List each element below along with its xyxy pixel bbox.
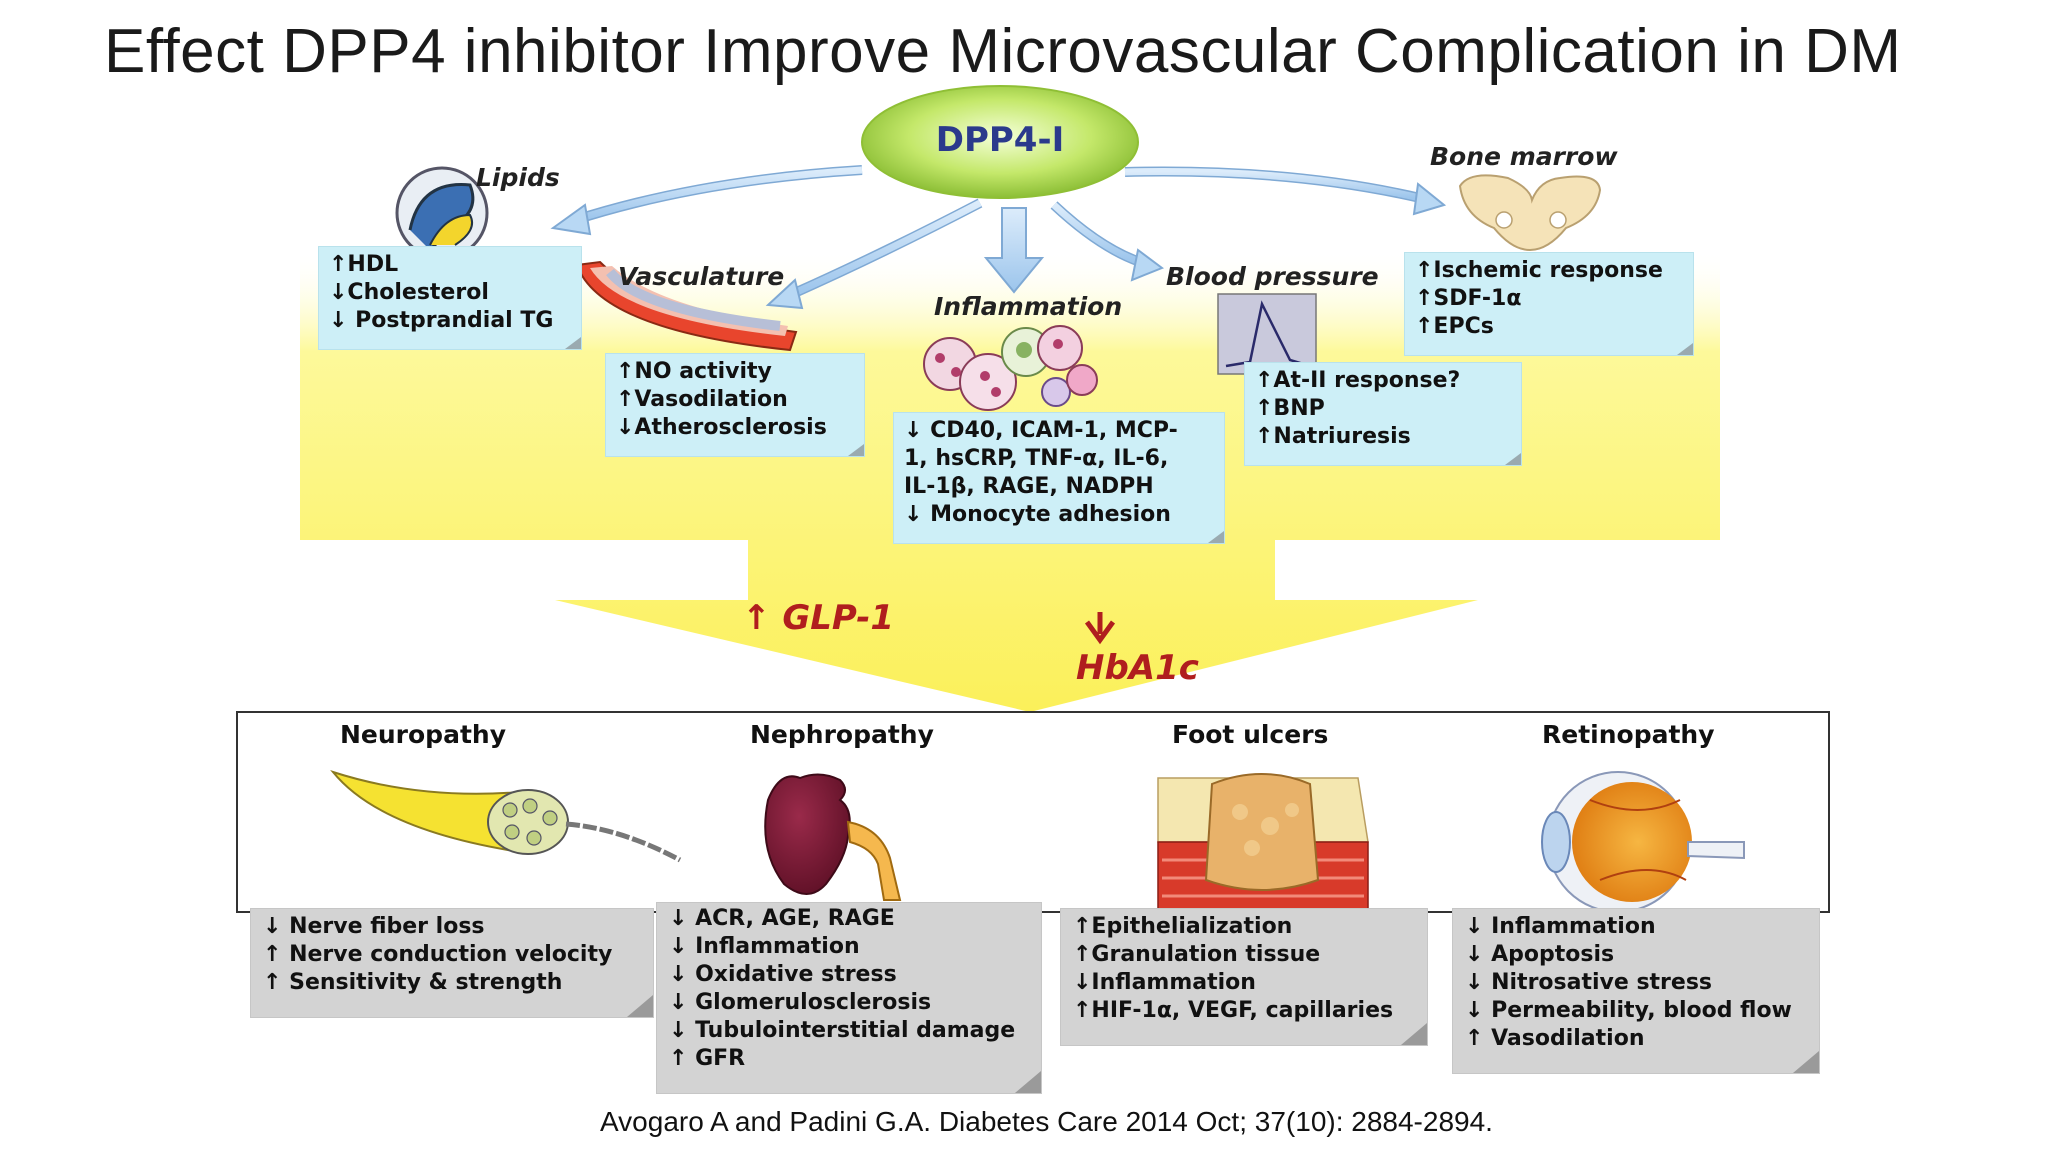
slide-title: Effect DPP4 inhibitor Improve Microvascu… xyxy=(104,17,1902,86)
hba1c-label: HbA1c xyxy=(1076,648,1199,688)
bone-marrow-arrow xyxy=(1124,166,1447,216)
pelvis-bone-icon xyxy=(1458,174,1602,252)
hba1c-down-arrow xyxy=(1084,612,1116,645)
inflammation-effects-note: ↓ CD40, ICAM-1, MCP- 1, hsCRP, TNF-α, IL… xyxy=(893,412,1225,544)
bone-marrow-caption: Bone marrow xyxy=(1430,142,1618,171)
neuropathy-effects-note: ↓ Nerve fiber loss ↑ Nerve conduction ve… xyxy=(250,908,654,1018)
vasculature-arrow xyxy=(765,198,983,310)
nephropathy-effects-note: ↓ ACR, AGE, RAGE ↓ Inflammation ↓ Oxidat… xyxy=(656,902,1042,1094)
nerve-fiber-icon xyxy=(330,770,682,863)
lipids-caption: Lipids xyxy=(476,163,560,192)
blood-pressure-caption: Blood pressure xyxy=(1166,262,1379,291)
lipid-particle-icon xyxy=(395,166,489,260)
blood-vessel-icon xyxy=(575,260,798,352)
foot-ulcers-title: Foot ulcers xyxy=(1172,720,1329,749)
bone-marrow-effects-note: ↑Ischemic response ↑SDF-1α ↑EPCs xyxy=(1404,252,1694,356)
inflammation-caption: Inflammation xyxy=(934,292,1123,321)
nephropathy-title: Nephropathy xyxy=(750,720,934,749)
foot-ulcer-icon xyxy=(1157,773,1369,911)
blood-pressure-effects-note: ↑At-II response? ↑BNP ↑Natriuresis xyxy=(1244,362,1522,466)
dpp4i-ellipse xyxy=(861,85,1139,199)
citation: Avogaro A and Padini G.A. Diabetes Care … xyxy=(600,1106,1493,1137)
inflammation-arrow xyxy=(983,207,1045,294)
foot-ulcers-effects-note: ↑Epithelialization ↑Granulation tissue ↓… xyxy=(1060,908,1428,1046)
vasculature-caption: Vasculature xyxy=(618,262,785,291)
lipids-effects-note: ↑HDL ↓Cholesterol ↓ Postprandial TG xyxy=(318,246,582,350)
inflammatory-cells-icon xyxy=(923,325,1098,411)
lipids-arrow xyxy=(550,165,863,236)
kidney-icon xyxy=(764,773,902,901)
eyeball-icon xyxy=(1541,771,1745,913)
retinopathy-title: Retinopathy xyxy=(1542,720,1715,749)
dpp4i-label: DPP4-I xyxy=(935,120,1065,160)
vasculature-effects-note: ↑NO activity ↑Vasodilation ↓Atherosclero… xyxy=(605,353,865,457)
retinopathy-effects-note: ↓ Inflammation ↓ Apoptosis ↓ Nitrosative… xyxy=(1452,908,1820,1074)
glp1-label: ↑ GLP-1 xyxy=(742,598,894,638)
blood-pressure-arrow xyxy=(1050,201,1165,282)
neuropathy-title: Neuropathy xyxy=(340,720,506,749)
